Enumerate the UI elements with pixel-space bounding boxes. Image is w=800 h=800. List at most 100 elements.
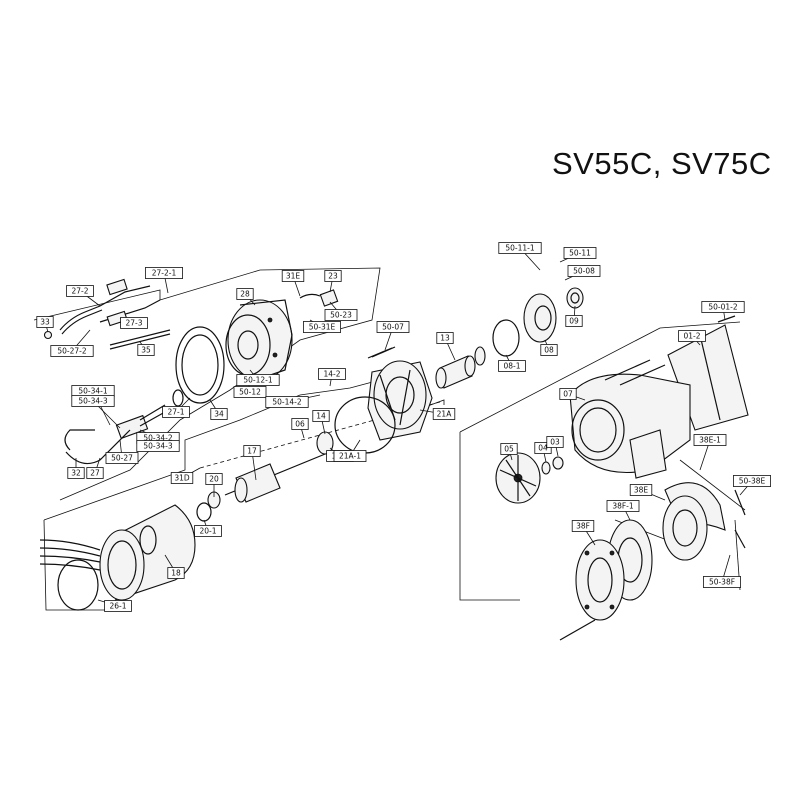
part-label-text: 08 bbox=[544, 346, 554, 355]
part-label-text: 32 bbox=[71, 469, 81, 478]
part-label-50-31e: 50-31E bbox=[302, 321, 341, 333]
part-label-50-01-2: 50-01-2 bbox=[701, 301, 745, 313]
pump-casing bbox=[569, 359, 691, 479]
part-label-text: 27 bbox=[90, 469, 100, 478]
part-label-14: 14 bbox=[312, 410, 330, 422]
part-label-text: 50-01-2 bbox=[708, 303, 737, 312]
part-label-50-12: 50-12 bbox=[233, 386, 267, 398]
part-label-27-1: 27-1 bbox=[162, 406, 190, 418]
pipe-flange-38f bbox=[575, 539, 625, 621]
part-label-text: 50-34-2 bbox=[143, 434, 172, 443]
part-label-34: 34 bbox=[210, 408, 228, 420]
part-label-50-38e: 50-38E bbox=[733, 475, 772, 487]
part-label-18: 18 bbox=[167, 567, 185, 579]
part-label-04: 04 bbox=[534, 442, 552, 454]
gasket-rings bbox=[172, 326, 225, 407]
part-label-50-34-3: 50-34-3 bbox=[71, 395, 115, 407]
elbow-pipe bbox=[662, 482, 726, 561]
rotor-shaft bbox=[196, 431, 334, 522]
part-label-50-11: 50-11 bbox=[563, 247, 597, 259]
part-label-38e: 38E bbox=[629, 484, 653, 496]
part-label-31d: 31D bbox=[170, 472, 194, 484]
part-label-text: 38F bbox=[576, 522, 590, 531]
part-label-05: 05 bbox=[500, 443, 518, 455]
part-label-08: 08 bbox=[540, 344, 558, 356]
part-label-27-3: 27-3 bbox=[120, 317, 148, 329]
part-label-text: 50-11 bbox=[569, 249, 591, 258]
part-label-50-34-1: 50-34-1 bbox=[71, 385, 115, 397]
part-label-09: 09 bbox=[565, 315, 583, 327]
part-label-06: 06 bbox=[291, 418, 309, 430]
part-label-text: 26-1 bbox=[109, 602, 126, 611]
part-label-text: 38F-1 bbox=[612, 502, 634, 511]
part-label-text: 01-2 bbox=[683, 332, 700, 341]
part-label-01-2: 01-2 bbox=[678, 330, 706, 342]
part-label-07: 07 bbox=[559, 388, 577, 400]
part-label-text: 23 bbox=[328, 272, 338, 281]
part-label-38f: 38F bbox=[571, 520, 595, 532]
mechanical-seal bbox=[435, 346, 486, 389]
part-label-text: 38E-1 bbox=[699, 436, 721, 445]
part-label-28: 28 bbox=[236, 288, 254, 300]
part-label-50-27-2: 50-27-2 bbox=[50, 345, 94, 357]
part-label-text: 09 bbox=[569, 317, 579, 326]
part-label-50-12-1: 50-12-1 bbox=[236, 374, 280, 386]
part-label-text: 50-38F bbox=[709, 578, 735, 587]
part-label-text: 27-2 bbox=[71, 287, 88, 296]
part-label-50-08: 50-08 bbox=[567, 265, 601, 277]
part-label-text: 20-1 bbox=[199, 527, 216, 536]
part-label-50-14-2: 50-14-2 bbox=[265, 396, 309, 408]
part-label-text: 03 bbox=[550, 438, 560, 447]
stator bbox=[39, 504, 196, 601]
part-label-text: 28 bbox=[240, 290, 250, 299]
part-label-50-07: 50-07 bbox=[376, 321, 410, 333]
part-label-27-2: 27-2 bbox=[66, 285, 94, 297]
part-label-text: 27-1 bbox=[167, 408, 184, 417]
part-label-text: 27-3 bbox=[125, 319, 142, 328]
part-label-26-1: 26-1 bbox=[104, 600, 132, 612]
part-label-text: 34 bbox=[214, 410, 224, 419]
part-label-text: 31E bbox=[286, 272, 301, 281]
part-label-27-2-1: 27-2-1 bbox=[144, 267, 183, 279]
part-label-text: 50-08 bbox=[573, 267, 595, 276]
part-label-21a-1: 21A-1 bbox=[333, 450, 367, 462]
part-label-32: 32 bbox=[67, 467, 85, 479]
part-label-33: 33 bbox=[36, 316, 54, 328]
part-label-text: 50-27-2 bbox=[57, 347, 86, 356]
impeller bbox=[495, 452, 564, 504]
part-label-text: 38E bbox=[634, 486, 649, 495]
part-label-text: 04 bbox=[538, 444, 548, 453]
part-label-03: 03 bbox=[546, 436, 564, 448]
part-label-text: 35 bbox=[141, 346, 151, 355]
part-label-38f-1: 38F-1 bbox=[606, 500, 640, 512]
part-label-text: 13 bbox=[440, 334, 450, 343]
part-label-27: 27 bbox=[86, 467, 104, 479]
part-label-20: 20 bbox=[205, 473, 223, 485]
part-label-text: 50-34-3 bbox=[143, 442, 172, 451]
model-title: SV55C, SV75C bbox=[552, 146, 772, 181]
part-label-text: 50-12-1 bbox=[243, 376, 272, 385]
part-label-text: 17 bbox=[247, 447, 257, 456]
part-label-50-27: 50-27 bbox=[105, 452, 139, 464]
part-label-50-23: 50-23 bbox=[324, 309, 358, 321]
part-label-35: 35 bbox=[137, 344, 155, 356]
seal-cover bbox=[523, 287, 584, 343]
part-label-50-11-1: 50-11-1 bbox=[498, 242, 542, 254]
part-label-text: 50-12 bbox=[239, 388, 261, 397]
cable-assembly bbox=[43, 278, 171, 350]
part-label-text: 50-11-1 bbox=[505, 244, 534, 253]
part-label-20-1: 20-1 bbox=[194, 525, 222, 537]
part-label-text: 31D bbox=[174, 474, 190, 483]
part-label-text: 50-38E bbox=[739, 477, 766, 486]
part-label-text: 05 bbox=[504, 445, 514, 454]
part-label-text: 50-34-3 bbox=[78, 397, 107, 406]
o-ring-26-1 bbox=[57, 559, 99, 611]
part-label-text: 50-23 bbox=[330, 311, 352, 320]
part-label-31e: 31E bbox=[281, 270, 305, 282]
o-ring-08-1 bbox=[492, 319, 520, 357]
bolts bbox=[367, 315, 746, 641]
part-label-text: 50-14-2 bbox=[272, 398, 301, 407]
part-label-text: 50-34-1 bbox=[78, 387, 107, 396]
part-label-38e-1: 38E-1 bbox=[693, 434, 727, 446]
